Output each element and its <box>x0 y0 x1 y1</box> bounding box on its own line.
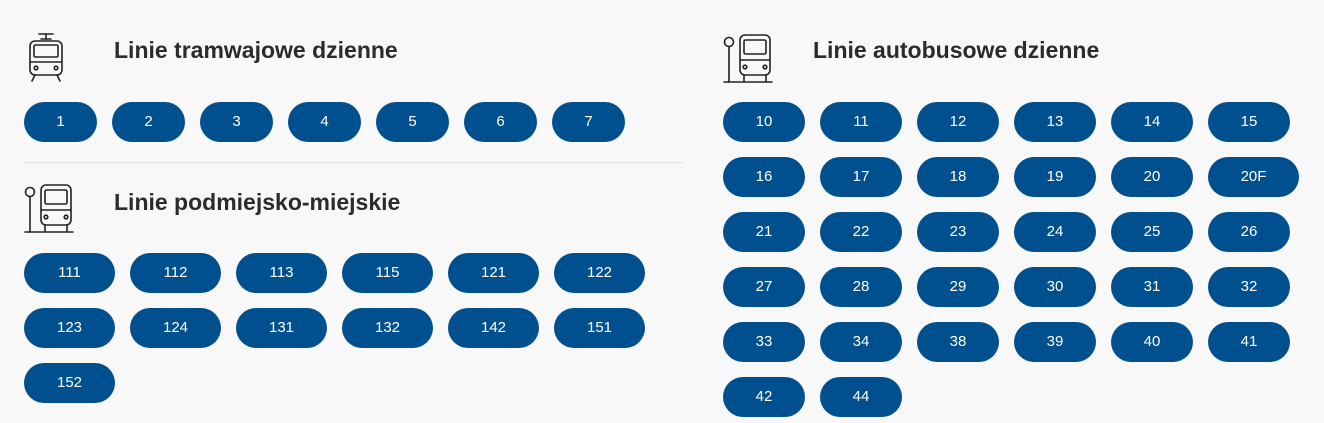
line-button-112[interactable]: 112 <box>130 253 221 293</box>
line-button-123[interactable]: 123 <box>24 308 115 348</box>
line-button-41[interactable]: 41 <box>1208 322 1290 362</box>
line-button-25[interactable]: 25 <box>1111 212 1193 252</box>
line-button-10[interactable]: 10 <box>723 102 805 142</box>
line-button-34[interactable]: 34 <box>820 322 902 362</box>
line-button-28[interactable]: 28 <box>820 267 902 307</box>
line-button-15[interactable]: 15 <box>1208 102 1290 142</box>
line-button-4[interactable]: 4 <box>288 102 361 142</box>
line-button-32[interactable]: 32 <box>1208 267 1290 307</box>
line-button-124[interactable]: 124 <box>130 308 221 348</box>
line-button-18[interactable]: 18 <box>917 157 999 197</box>
line-button-21[interactable]: 21 <box>723 212 805 252</box>
suburban-section-title: Linie podmiejsko-miejskie <box>114 189 401 215</box>
tram-section-header: Linie tramwajowe dzienne <box>24 33 684 93</box>
line-button-121[interactable]: 121 <box>448 253 539 293</box>
line-button-22[interactable]: 22 <box>820 212 902 252</box>
line-button-17[interactable]: 17 <box>820 157 902 197</box>
line-button-30[interactable]: 30 <box>1014 267 1096 307</box>
line-button-39[interactable]: 39 <box>1014 322 1096 362</box>
line-button-5[interactable]: 5 <box>376 102 449 142</box>
line-button-142[interactable]: 142 <box>448 308 539 348</box>
line-button-23[interactable]: 23 <box>917 212 999 252</box>
line-button-14[interactable]: 14 <box>1111 102 1193 142</box>
bus-section-header: Linie autobusowe dzienne <box>723 33 1323 93</box>
line-button-111[interactable]: 111 <box>24 253 115 293</box>
line-button-20F[interactable]: 20F <box>1208 157 1299 197</box>
line-button-151[interactable]: 151 <box>554 308 645 348</box>
line-button-26[interactable]: 26 <box>1208 212 1290 252</box>
section-divider <box>24 162 684 163</box>
line-button-38[interactable]: 38 <box>917 322 999 362</box>
line-button-113[interactable]: 113 <box>236 253 327 293</box>
line-button-2[interactable]: 2 <box>112 102 185 142</box>
tram-section-title: Linie tramwajowe dzienne <box>114 37 398 63</box>
suburban-section-header: Linie podmiejsko-miejskie <box>24 183 684 243</box>
line-button-42[interactable]: 42 <box>723 377 805 417</box>
line-button-132[interactable]: 132 <box>342 308 433 348</box>
line-button-44[interactable]: 44 <box>820 377 902 417</box>
line-button-16[interactable]: 16 <box>723 157 805 197</box>
line-button-7[interactable]: 7 <box>552 102 625 142</box>
line-button-31[interactable]: 31 <box>1111 267 1193 307</box>
line-button-13[interactable]: 13 <box>1014 102 1096 142</box>
line-button-19[interactable]: 19 <box>1014 157 1096 197</box>
line-button-24[interactable]: 24 <box>1014 212 1096 252</box>
bus-stop-icon <box>24 183 74 233</box>
line-button-20[interactable]: 20 <box>1111 157 1193 197</box>
line-button-11[interactable]: 11 <box>820 102 902 142</box>
line-button-3[interactable]: 3 <box>200 102 273 142</box>
line-button-1[interactable]: 1 <box>24 102 97 142</box>
bus-stop-icon <box>723 33 773 83</box>
bus-section-title: Linie autobusowe dzienne <box>813 37 1100 63</box>
line-button-152[interactable]: 152 <box>24 363 115 403</box>
bus-section: Linie autobusowe dzienne 10 11 12 13 14 15 16 1… <box>723 33 1323 417</box>
line-button-6[interactable]: 6 <box>464 102 537 142</box>
line-button-122[interactable]: 122 <box>554 253 645 293</box>
suburban-section: Linie podmiejsko-miejskie 111 112 113 115 12… <box>24 183 684 403</box>
line-button-131[interactable]: 131 <box>236 308 327 348</box>
line-button-12[interactable]: 12 <box>917 102 999 142</box>
line-button-33[interactable]: 33 <box>723 322 805 362</box>
line-button-115[interactable]: 115 <box>342 253 433 293</box>
line-button-40[interactable]: 40 <box>1111 322 1193 362</box>
line-button-29[interactable]: 29 <box>917 267 999 307</box>
line-button-27[interactable]: 27 <box>723 267 805 307</box>
tram-icon <box>24 33 72 82</box>
